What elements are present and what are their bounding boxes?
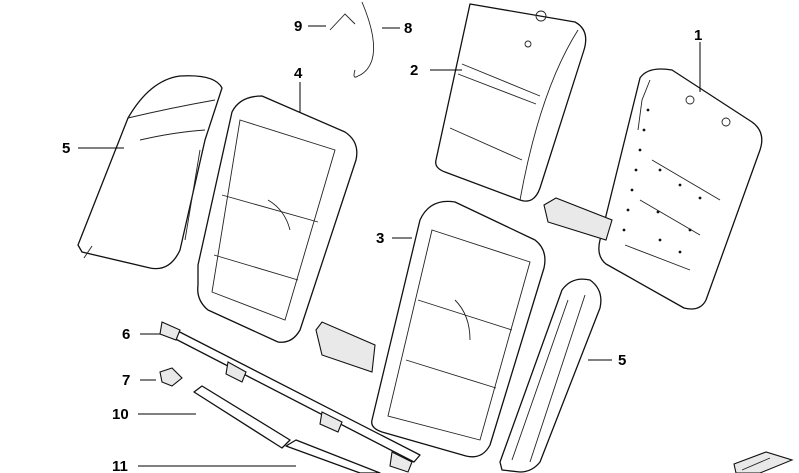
- part-11-trim-tube: [285, 439, 381, 473]
- callout-4: 4: [294, 65, 303, 82]
- callout-11: 11: [112, 458, 128, 473]
- mounting-dots: [622, 108, 702, 254]
- callout-2: 2: [410, 62, 418, 79]
- part-5-right-side-panel: [499, 278, 602, 473]
- part-1-backrest-frame-right: [543, 68, 763, 310]
- callout-1: 1: [694, 27, 702, 44]
- part-5-left-side-panel: [77, 75, 223, 270]
- callout-8: 8: [404, 20, 412, 37]
- part-10-trim-tube: [193, 385, 291, 449]
- part-8-wire-rod: [353, 1, 375, 78]
- part-6-support-tube: [159, 321, 421, 473]
- part-2-backrest-frame: [435, 3, 587, 202]
- part-4-backrest-cushion: [197, 95, 358, 343]
- leader-lines: [78, 25, 701, 467]
- callout-3: 3: [376, 230, 384, 247]
- part-9-wire-clip: [329, 13, 356, 31]
- callout-7: 7: [122, 372, 130, 389]
- part-3-backrest-cushion-centre: [315, 200, 546, 458]
- part-7-clip: [159, 367, 183, 387]
- callout-9: 9: [294, 18, 302, 35]
- callout-5-right: 5: [618, 352, 626, 369]
- part-box-icon: [733, 451, 794, 473]
- callout-5-left: 5: [62, 140, 70, 157]
- callout-10: 10: [112, 406, 129, 423]
- callout-6: 6: [122, 326, 130, 343]
